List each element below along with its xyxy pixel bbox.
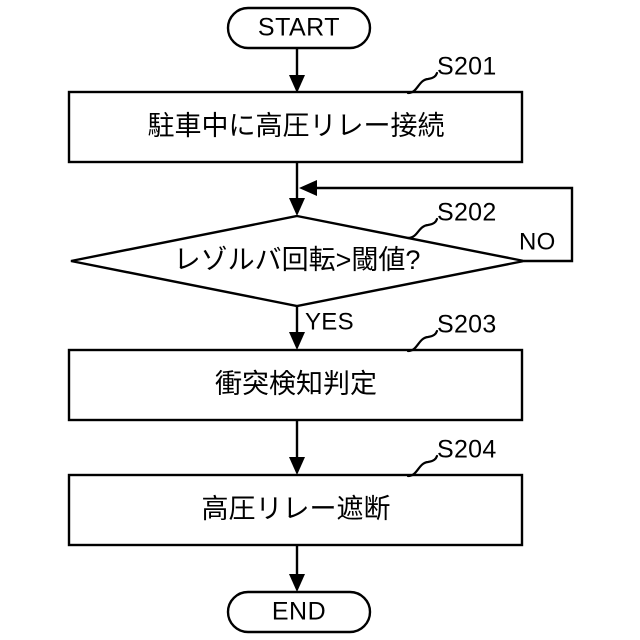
s201-process-label: 駐車中に高圧リレー接続 (148, 111, 445, 141)
arrowhead-s201-to-s202 (289, 198, 305, 216)
step-label-s204: S204 (437, 436, 497, 464)
s204-process-shape (67, 473, 524, 547)
s202-decision-label: レゾルバ回転>閾値? (174, 245, 421, 275)
arrowhead-no-loop (299, 180, 317, 196)
arrowhead-s202-to-s203 (289, 332, 305, 350)
arrowhead-s204-to-end (289, 574, 305, 592)
step-label-s203: S203 (437, 311, 497, 339)
start-terminator-label: START (258, 14, 340, 42)
arrowhead-start-to-s201 (289, 75, 305, 93)
leader-line-s204 (406, 454, 439, 478)
s203-process-label: 衝突検知判定 (215, 369, 377, 399)
leader-line-s203 (406, 329, 439, 353)
s204-process-label: 高圧リレー遮断 (202, 494, 391, 524)
branch-label-yes: YES (305, 308, 354, 335)
branch-label-no: NO (519, 228, 556, 255)
end-terminator-label: END (272, 598, 326, 626)
s203-process-shape (67, 348, 524, 422)
arrowhead-s203-to-s204 (289, 457, 305, 475)
end-terminator-shape (226, 590, 372, 634)
step-label-s202: S202 (437, 199, 497, 227)
step-label-s201: S201 (437, 53, 497, 81)
s201-process-shape (67, 90, 524, 164)
start-terminator-shape (226, 6, 372, 50)
leader-line-s202 (406, 217, 439, 240)
leader-line-s201 (406, 71, 439, 95)
connector-no-loop (310, 186, 574, 263)
